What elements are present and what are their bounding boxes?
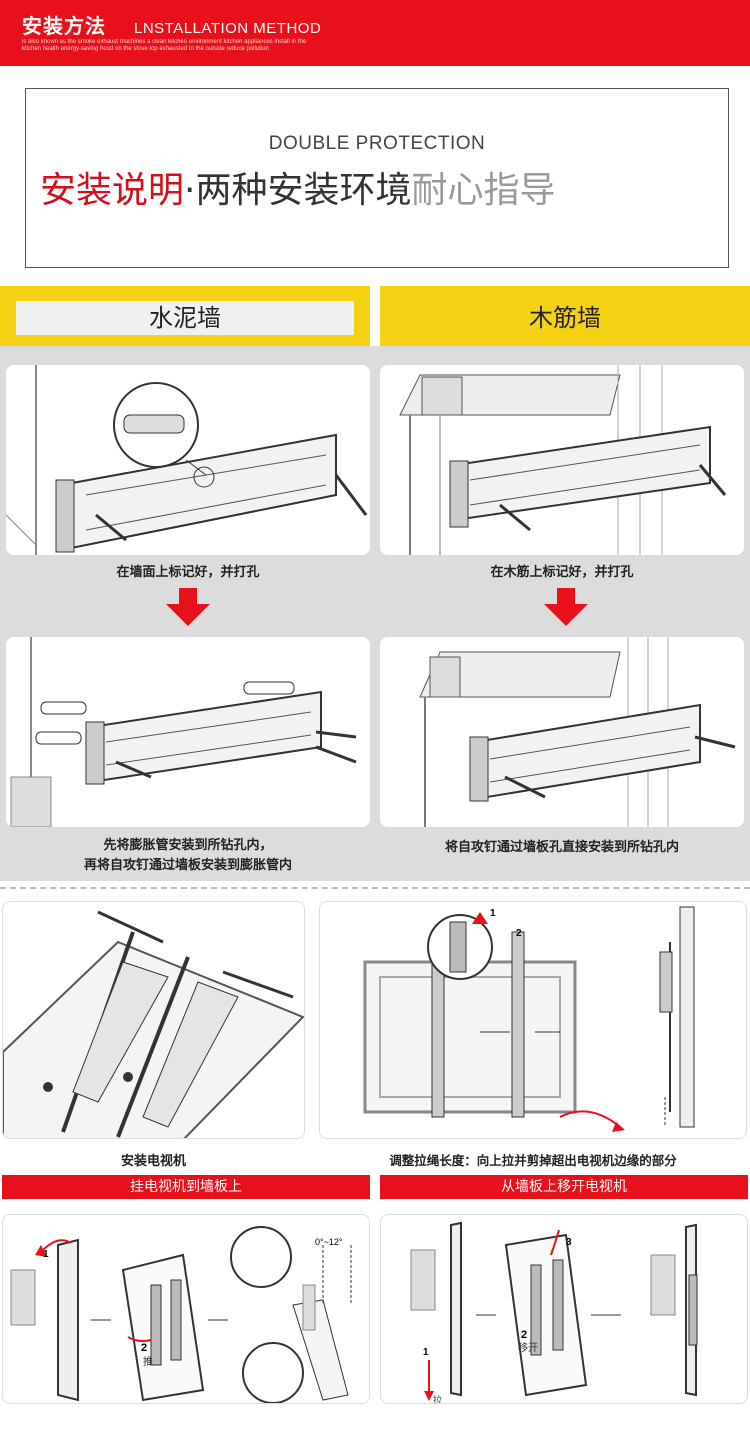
remove-tv-illustration: 1 拉 3 2 移开 [380, 1214, 748, 1404]
down-arrow-icon [166, 588, 210, 626]
hang-tv-banner: 挂电视机到墙板上 [2, 1175, 370, 1199]
step-number-1: 1 [43, 1249, 49, 1260]
concrete-install-illustration [6, 637, 370, 827]
step-number-3: 3 [566, 1237, 572, 1248]
wood-install-svg [419, 637, 736, 827]
tv-install-illustration [2, 901, 305, 1139]
concrete-install-svg [10, 637, 357, 827]
hang-tv-illustration: 0°~12° 1 2 推 [2, 1214, 370, 1404]
wood-install-illustration [380, 637, 744, 827]
wood-mark-caption: 在木筋上标记好，并打孔 [490, 565, 634, 580]
step-number-2: 2 [516, 928, 522, 939]
install-tv-caption: 安装电视机 [120, 1154, 186, 1169]
concrete-install-caption: 先将膨胀管安装到所钻孔内， 再将自攻钉通过墙板安装到膨胀管内 [6, 836, 370, 876]
header-title-en: LNSTALLATION METHOD [134, 20, 322, 37]
down-arrow-icon [544, 588, 588, 626]
push-label: 推 [143, 1355, 153, 1368]
intro-title: 安装说明·两种安装环境耐心指导 [40, 161, 555, 213]
section-divider [0, 887, 750, 889]
hang-tv-svg: 0°~12° 1 2 推 [10, 1226, 352, 1403]
wood-wall-label: 木筋墙 [529, 304, 601, 332]
step-number-2: 2 [141, 1342, 147, 1354]
intro-title-grey: 耐心指导 [411, 170, 556, 211]
header-title-cn: 安装方法 [22, 14, 106, 38]
header-small-text: is also known as the smoke exhaust machi… [22, 39, 307, 52]
tilt-angle-label: 0°~12° [315, 1237, 343, 1247]
adjust-rope-caption: 调整拉绳长度：向上拉并剪掉超出电视机边缘的部分 [389, 1153, 677, 1168]
remove-tv-svg: 1 拉 3 2 移开 [410, 1221, 698, 1404]
header-banner: 安装方法 LNSTALLATION METHOD is also known a… [0, 0, 750, 66]
intro-title-red: 安装说明 [40, 170, 185, 211]
concrete-mark-illustration [6, 365, 370, 555]
wood-mark-illustration [380, 365, 744, 555]
intro-title-dark: ·两种安装环境 [184, 170, 412, 211]
pull-label: 拉 [433, 1394, 442, 1404]
wood-wall-header: 木筋墙 [380, 286, 750, 346]
remove-tv-banner: 从墙板上移开电视机 [380, 1175, 748, 1199]
move-label: 移开 [518, 1341, 538, 1354]
concrete-install-caption-line2: 再将自攻钉通过墙板安装到膨胀管内 [83, 858, 292, 873]
concrete-wall-header: 水泥墙 [0, 286, 370, 346]
intro-subtitle: DOUBLE PROTECTION [268, 133, 486, 154]
concrete-mark-caption: 在墙面上标记好，并打孔 [116, 565, 260, 580]
concrete-mark-svg [6, 365, 368, 555]
step-number-1: 1 [423, 1347, 429, 1358]
concrete-wall-label: 水泥墙 [16, 301, 354, 335]
step-number-2: 2 [521, 1329, 527, 1341]
tv-install-svg [3, 910, 304, 1138]
intro-box: DOUBLE PROTECTION 安装说明·两种安装环境耐心指导 [25, 88, 729, 268]
concrete-install-caption-line1: 先将膨胀管安装到所钻孔内， [103, 838, 273, 853]
step-number-1: 1 [490, 908, 496, 919]
wood-mark-svg [399, 365, 727, 555]
wood-install-caption: 将自攻钉通过墙板孔直接安装到所钻孔内 [444, 840, 679, 855]
adjust-rope-illustration: 1 2 [319, 901, 747, 1139]
adjust-rope-svg: 1 2 [363, 906, 695, 1132]
